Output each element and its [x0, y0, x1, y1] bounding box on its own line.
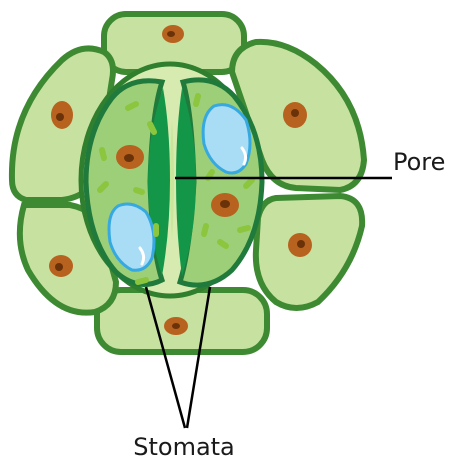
nucleus-icon: [162, 25, 184, 43]
nucleus-icon: [211, 193, 239, 217]
nucleus-icon: [288, 233, 312, 257]
pore-label: Pore: [393, 148, 445, 176]
nucleus-icon: [51, 101, 73, 129]
nucleus-icon: [164, 317, 188, 335]
nucleus-icon: [116, 145, 144, 169]
nucleus-icon: [283, 102, 307, 128]
stomata-label: Stomata: [133, 433, 235, 460]
nucleus-icon: [49, 255, 73, 277]
